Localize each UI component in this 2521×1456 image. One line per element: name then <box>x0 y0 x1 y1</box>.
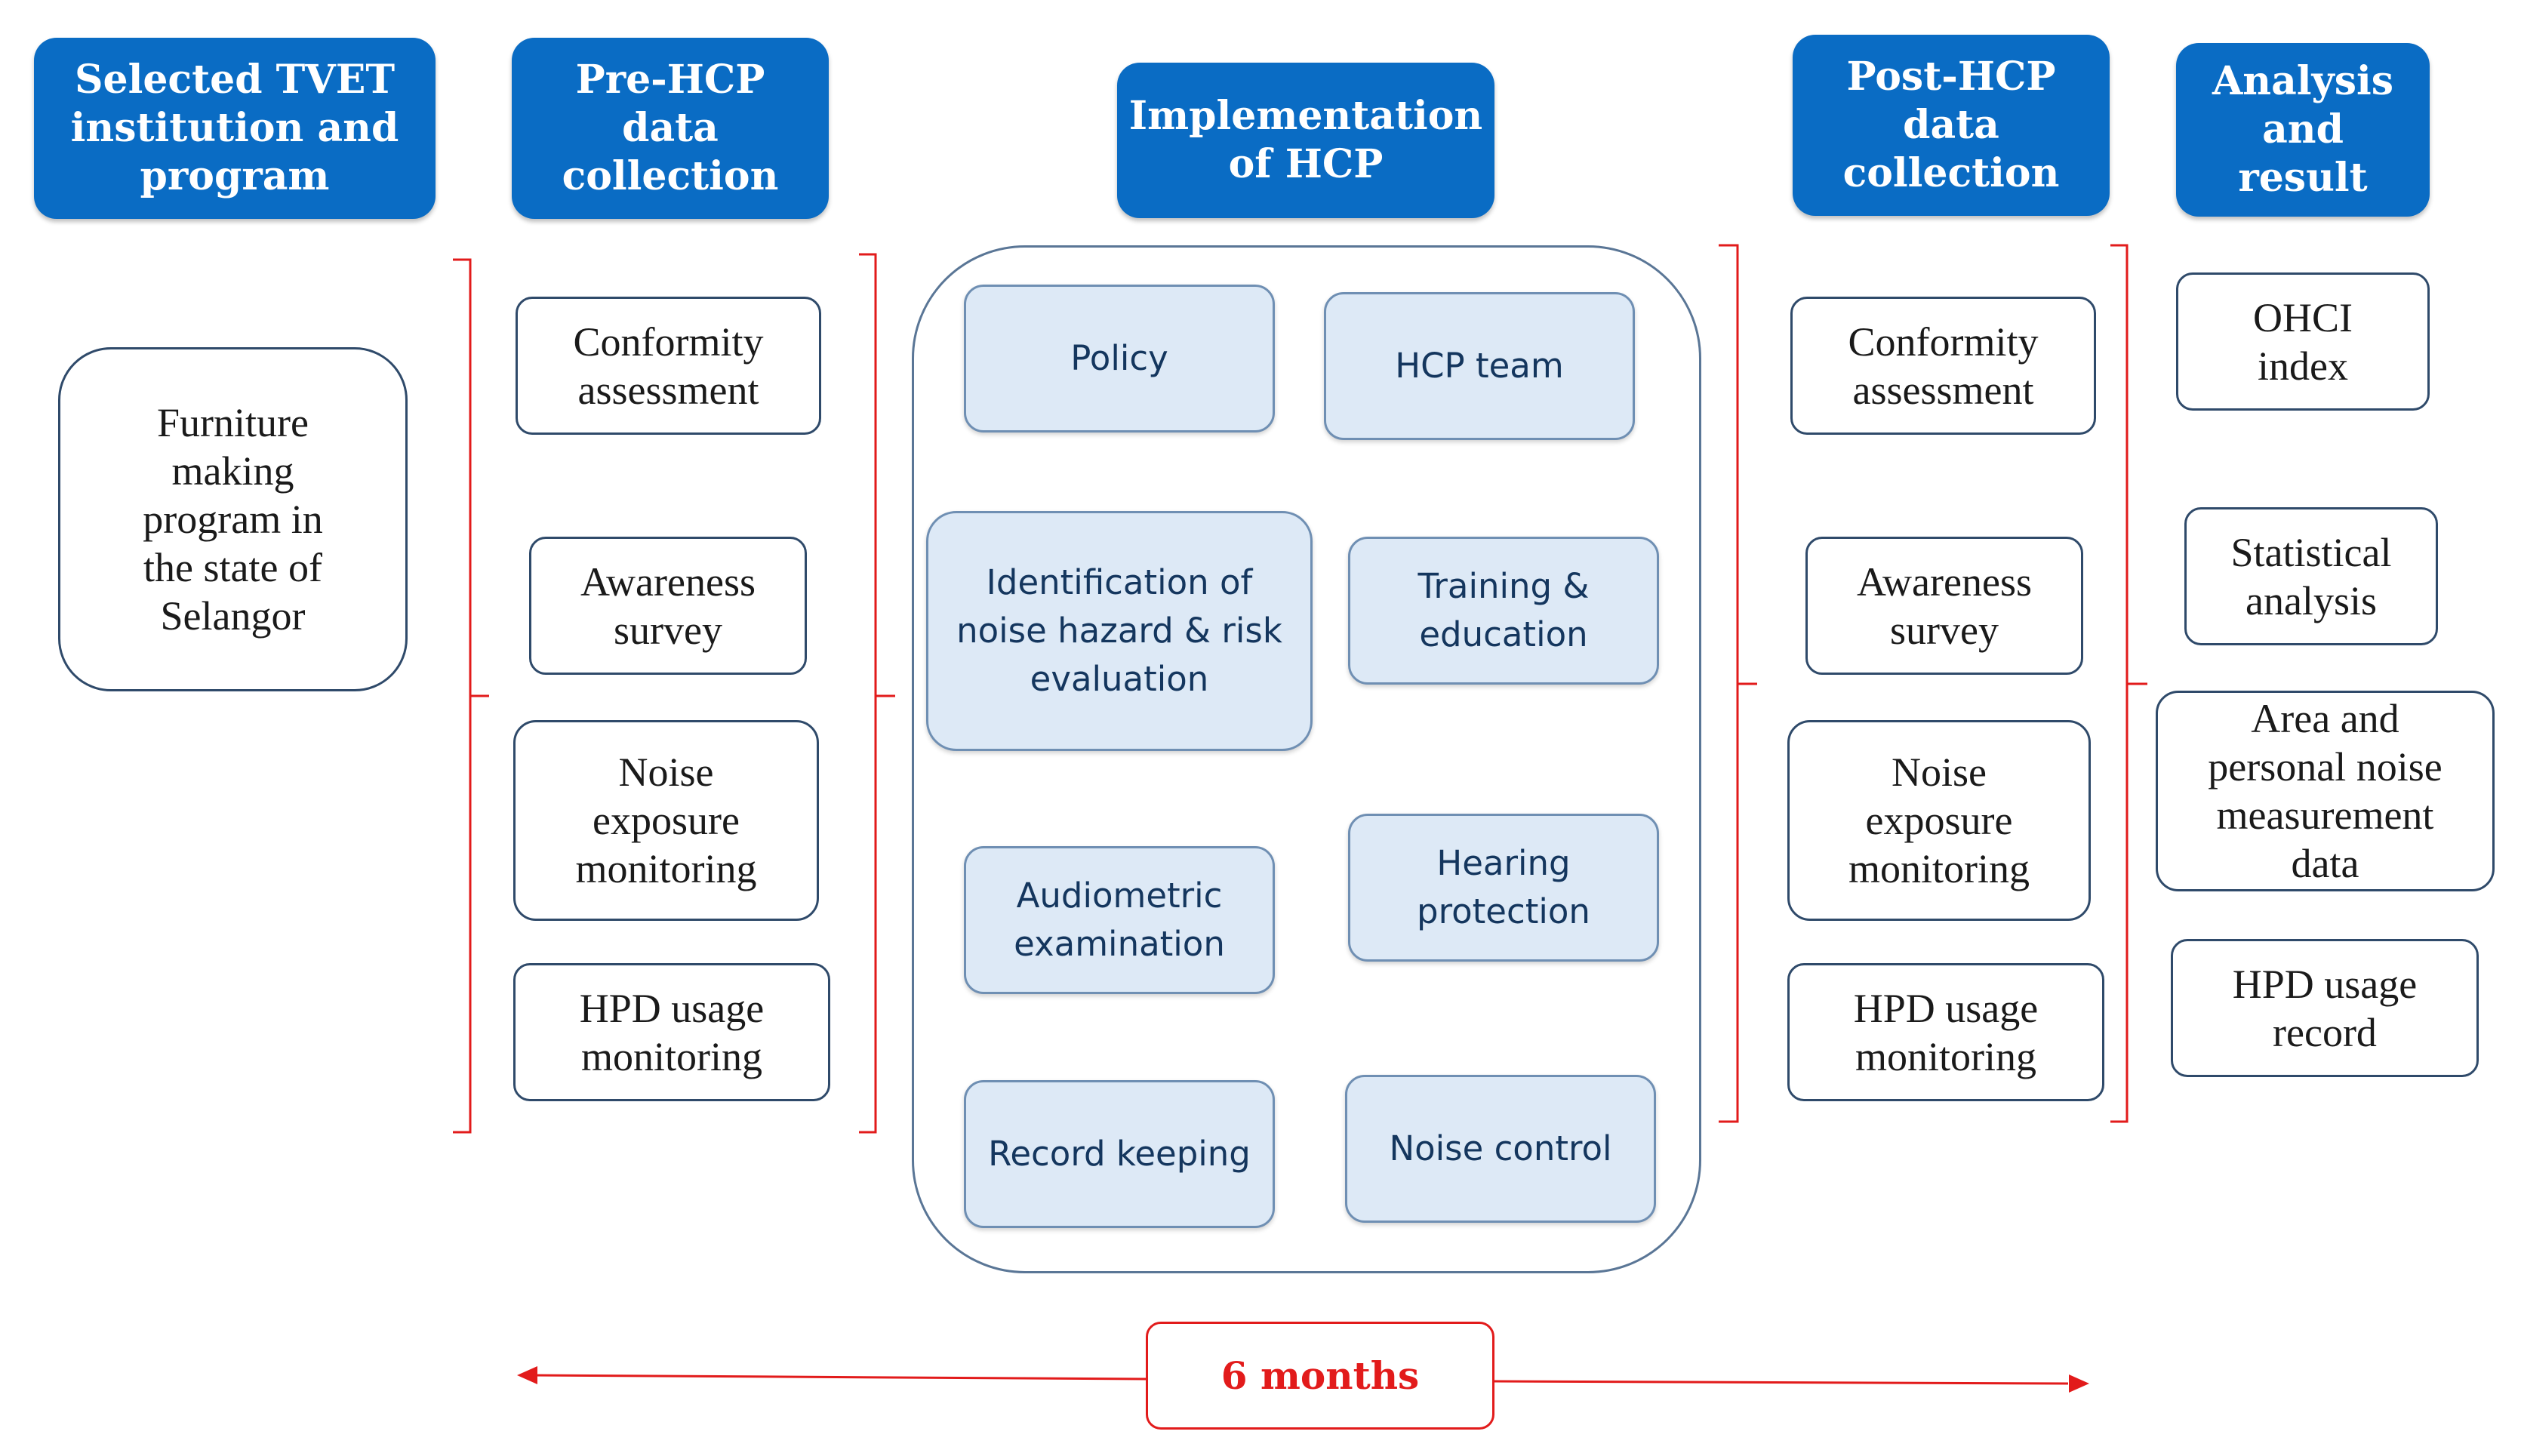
impl-team-box: HCP team <box>1324 292 1635 440</box>
bracket-analysis <box>2110 244 2147 1123</box>
duration-label: 6 months <box>1220 1353 1420 1398</box>
analysis-ohci-box: OHCI index <box>2176 272 2430 411</box>
timeline-right-arrowhead <box>2069 1374 2089 1393</box>
impl-control-box: Noise control <box>1345 1075 1656 1223</box>
impl-training-box: Training & education <box>1348 537 1659 685</box>
impl-audiometric-label: Audiometric examination <box>1014 876 1225 964</box>
header-selected-label: Selected TVET institution and program <box>70 57 399 199</box>
post-hpd-label: HPD usage monitoring <box>1853 985 2039 1079</box>
duration-box: 6 months <box>1146 1322 1494 1430</box>
pre-conformity-label: Conformity assessment <box>573 319 764 413</box>
header-post-label: Post-HCP data collection <box>1842 54 2060 196</box>
pre-awareness-box: Awareness survey <box>529 537 807 675</box>
timeline-left-arrowhead <box>517 1366 537 1384</box>
impl-policy-label: Policy <box>1070 338 1168 378</box>
impl-identification-box: Identification of noise hazard & risk ev… <box>926 511 1313 751</box>
analysis-statistical-box: Statistical analysis <box>2184 507 2438 645</box>
post-noise-box: Noise exposure monitoring <box>1787 720 2091 921</box>
analysis-area-label: Area and personal noise measurement data <box>2208 696 2443 886</box>
program-label: Furniture making program in the state of… <box>143 400 323 639</box>
bracket-impl <box>859 253 895 1134</box>
post-conformity-box: Conformity assessment <box>1790 297 2096 435</box>
pre-awareness-label: Awareness survey <box>580 559 756 653</box>
program-box: Furniture making program in the state of… <box>58 347 408 691</box>
bracket-post <box>1719 244 1757 1123</box>
post-noise-label: Noise exposure monitoring <box>1848 750 2030 891</box>
bracket-pre <box>453 258 489 1134</box>
impl-team-label: HCP team <box>1395 346 1564 386</box>
analysis-area-box: Area and personal noise measurement data <box>2156 691 2495 891</box>
post-conformity-label: Conformity assessment <box>1848 319 2039 413</box>
timeline-left-line <box>531 1374 1147 1381</box>
post-hpd-box: HPD usage monitoring <box>1787 963 2104 1101</box>
impl-control-label: Noise control <box>1389 1128 1612 1168</box>
pre-conformity-box: Conformity assessment <box>516 297 821 435</box>
post-awareness-label: Awareness survey <box>1857 559 2032 653</box>
analysis-hpd-box: HPD usage record <box>2171 939 2479 1077</box>
header-selected-institution: Selected TVET institution and program <box>34 38 436 219</box>
impl-record-label: Record keeping <box>988 1134 1251 1174</box>
analysis-hpd-label: HPD usage record <box>2232 961 2418 1055</box>
impl-policy-box: Policy <box>964 285 1275 432</box>
timeline-right-line <box>1494 1380 2069 1385</box>
impl-audiometric-box: Audiometric examination <box>964 846 1275 994</box>
pre-hpd-box: HPD usage monitoring <box>513 963 830 1101</box>
impl-hearing-box: Hearing protection <box>1348 814 1659 962</box>
pre-noise-box: Noise exposure monitoring <box>513 720 819 921</box>
header-implementation: Implementation of HCP <box>1117 63 1494 218</box>
impl-training-label: Training & education <box>1417 566 1590 654</box>
post-awareness-box: Awareness survey <box>1805 537 2083 675</box>
impl-record-box: Record keeping <box>964 1080 1275 1228</box>
analysis-ohci-label: OHCI index <box>2253 294 2353 389</box>
header-pre-label: Pre-HCP data collection <box>562 57 779 199</box>
header-analysis-label: Analysis and result <box>2212 58 2394 201</box>
analysis-statistical-label: Statistical analysis <box>2230 529 2392 623</box>
pre-hpd-label: HPD usage monitoring <box>579 985 765 1079</box>
header-post-hcp: Post-HCP data collection <box>1793 35 2110 216</box>
header-impl-label: Implementation of HCP <box>1128 93 1483 187</box>
impl-identification-label: Identification of noise hazard & risk ev… <box>956 562 1282 699</box>
impl-hearing-label: Hearing protection <box>1417 843 1590 931</box>
header-pre-hcp: Pre-HCP data collection <box>512 38 829 219</box>
implementation-frame <box>912 245 1701 1273</box>
header-analysis: Analysis and result <box>2176 43 2430 217</box>
pre-noise-label: Noise exposure monitoring <box>575 750 757 891</box>
